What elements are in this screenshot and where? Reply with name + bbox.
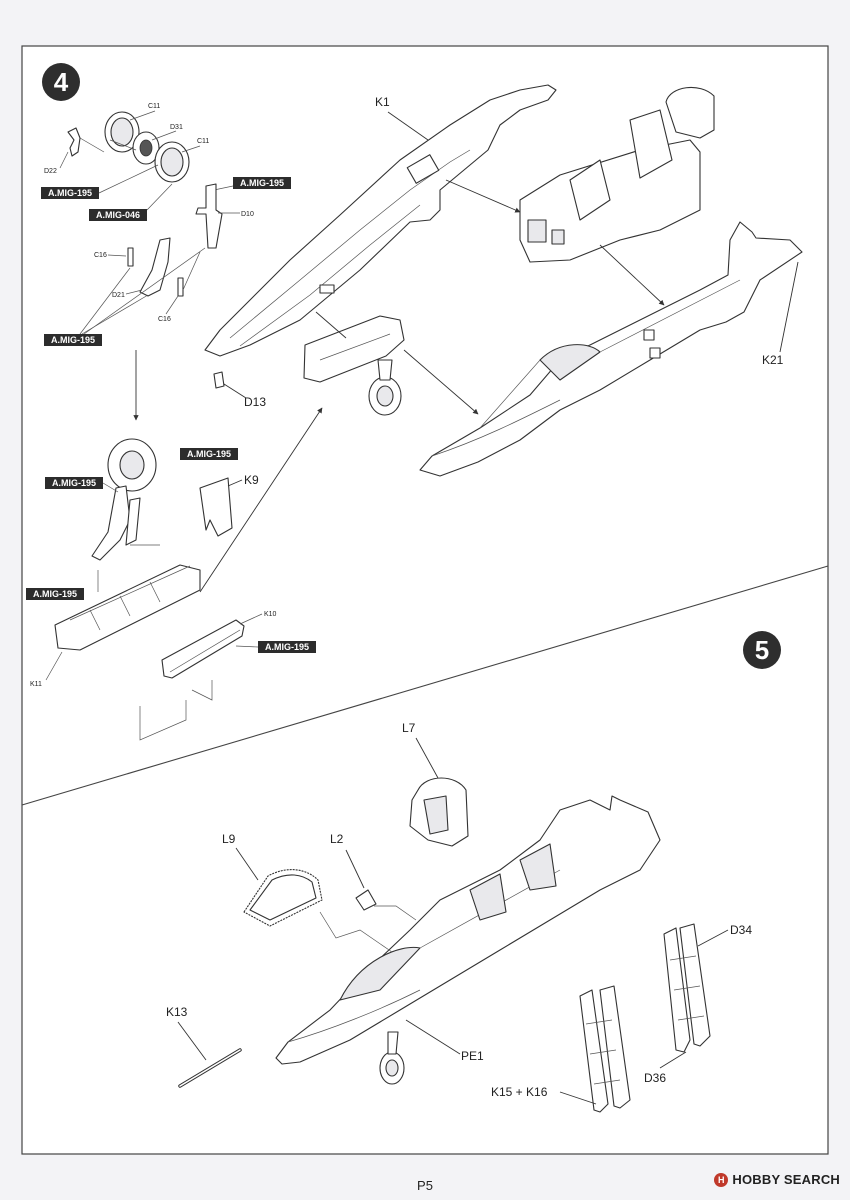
paint-tag-mig195-6: A.MIG-195 [26,588,84,600]
paint-tag-mig195-3: A.MIG-195 [44,334,102,346]
watermark-text: HOBBY SEARCH [732,1172,840,1187]
hobby-search-logo-icon: H [714,1172,729,1187]
paint-tag-mig195-7: A.MIG-195 [258,641,316,653]
l9-windscreen-drawing [243,869,323,927]
part-label-l9: L9 [222,832,236,846]
svg-text:A.MIG-195: A.MIG-195 [51,335,95,345]
part-label-d34: D34 [730,923,752,937]
svg-text:4: 4 [54,67,69,97]
part-label-c16: C16 [94,252,107,259]
svg-text:A.MIG-046: A.MIG-046 [96,210,140,220]
part-label-d10: D10 [241,211,254,218]
step-5-badge: 5 [743,631,781,669]
part-label-l2: L2 [330,832,344,846]
part-label-k9: K9 [244,473,259,487]
part-label-k11: K11 [30,681,42,688]
svg-text:A.MIG-195: A.MIG-195 [240,178,284,188]
main-leg-parts-drawing [127,183,223,297]
svg-text:A.MIG-195: A.MIG-195 [33,589,77,599]
paint-tag-mig195-2: A.MIG-195 [233,177,291,189]
paint-tag-mig046: A.MIG-046 [89,209,147,221]
part-label-d13: D13 [244,395,266,409]
part-label-c16-b: C16 [158,316,171,323]
paint-tag-mig195-5: A.MIG-195 [180,448,238,460]
step-4-badge: 4 [42,63,80,101]
main-gear-assembled-drawing [91,438,157,561]
page-number: P5 [417,1178,433,1193]
part-label-c11-b: C11 [197,138,209,145]
part-label-k13: K13 [166,1005,188,1019]
k21-fuselage-drawing [419,221,803,477]
l7-seat-drawing [409,777,469,847]
part-label-k1: K1 [375,95,390,109]
part-label-d21: D21 [112,292,125,299]
part-label-d36: D36 [644,1071,666,1085]
part-label-c11: C11 [148,103,160,110]
svg-text:A.MIG-195: A.MIG-195 [52,478,96,488]
svg-text:A.MIG-195: A.MIG-195 [187,449,231,459]
part-label-k10: K10 [264,611,277,618]
part-label-l7: L7 [402,721,416,735]
svg-text:A.MIG-195: A.MIG-195 [48,188,92,198]
svg-text:A.MIG-195: A.MIG-195 [265,642,309,652]
k15-k16-ladder-drawing [579,985,631,1113]
svg-text:5: 5 [755,635,769,665]
part-label-k15-k16: K15 + K16 [491,1085,548,1099]
k1-fuselage-half-drawing [204,84,557,357]
k11-bay-drawing [54,564,201,651]
fuselage-assembled-drawing [275,795,661,1085]
cockpit-tub-drawing [519,86,715,263]
part-label-pe1: PE1 [461,1049,484,1063]
l2-part-drawing [355,889,377,911]
part-label-d22: D22 [44,168,57,175]
watermark: H HOBBY SEARCH [714,1172,840,1187]
part-label-k21: K21 [762,353,784,367]
part-label-d31: D31 [170,124,183,131]
paint-tag-mig195-1: A.MIG-195 [41,187,99,199]
d34-ladder-drawing [663,923,711,1053]
paint-tag-mig195-4: A.MIG-195 [45,477,103,489]
k9-door-drawing [199,477,233,537]
nose-gear-bay-drawing [303,315,405,416]
k10-door-drawing [161,619,245,679]
step-divider-line [21,565,829,806]
